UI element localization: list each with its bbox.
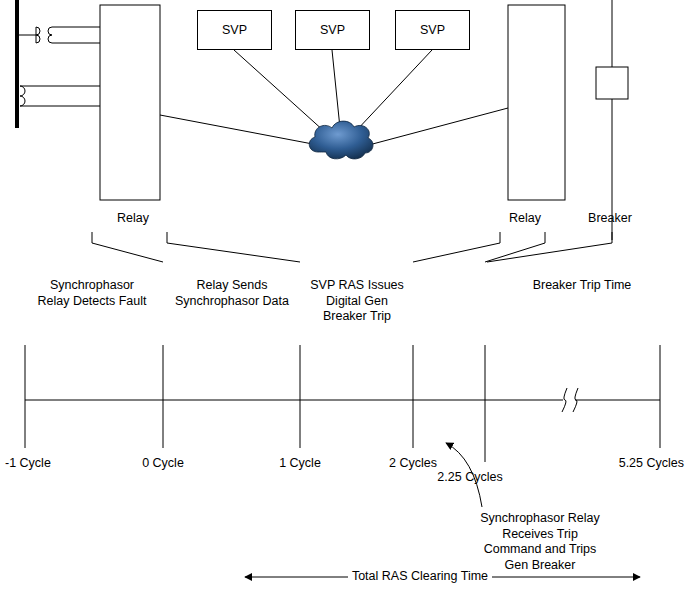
- device-label: Breaker: [588, 211, 632, 227]
- relay-box: [508, 5, 565, 200]
- stage-label: Relay Sends Synchrophasor Data: [173, 278, 291, 309]
- leader-lines: [92, 232, 612, 262]
- svp-box: SVP: [395, 10, 470, 50]
- svp-box: SVP: [197, 10, 272, 50]
- callout-note: Synchrophasor Relay Receives Trip Comman…: [476, 511, 604, 574]
- tick-label: 5.25 Cycles: [619, 456, 684, 472]
- span-label: Total RAS Clearing Time: [348, 569, 492, 585]
- stage-label: Breaker Trip Time: [527, 278, 637, 294]
- tick-label: -1 Cycle: [5, 456, 51, 472]
- potential-transformer: [17, 27, 100, 43]
- breaker-symbol: [596, 67, 628, 99]
- node-label: SVP: [222, 23, 247, 38]
- svp-box: SVP: [295, 10, 370, 50]
- bus-bar: [15, 0, 19, 128]
- current-transformer: [20, 86, 100, 106]
- timeline: [25, 345, 660, 462]
- tick-label: 1 Cycle: [279, 456, 321, 472]
- tick-label: 2 Cycles: [389, 456, 437, 472]
- device-label: Relay: [509, 211, 541, 227]
- network-cloud: [309, 121, 373, 159]
- layout-strokes: [17, 0, 660, 577]
- tick-label: 2.25 Cycles: [437, 470, 502, 486]
- tick-label: 0 Cycle: [142, 456, 184, 472]
- breaker-line: [612, 0, 613, 240]
- node-label: SVP: [420, 23, 445, 38]
- device-label: Relay: [117, 211, 149, 227]
- stage-label: SVP RAS Issues Digital Gen Breaker Trip: [305, 278, 409, 325]
- relay-box: [100, 5, 160, 200]
- node-label: SVP: [320, 23, 345, 38]
- stage-label: Synchrophasor Relay Detects Fault: [33, 278, 151, 309]
